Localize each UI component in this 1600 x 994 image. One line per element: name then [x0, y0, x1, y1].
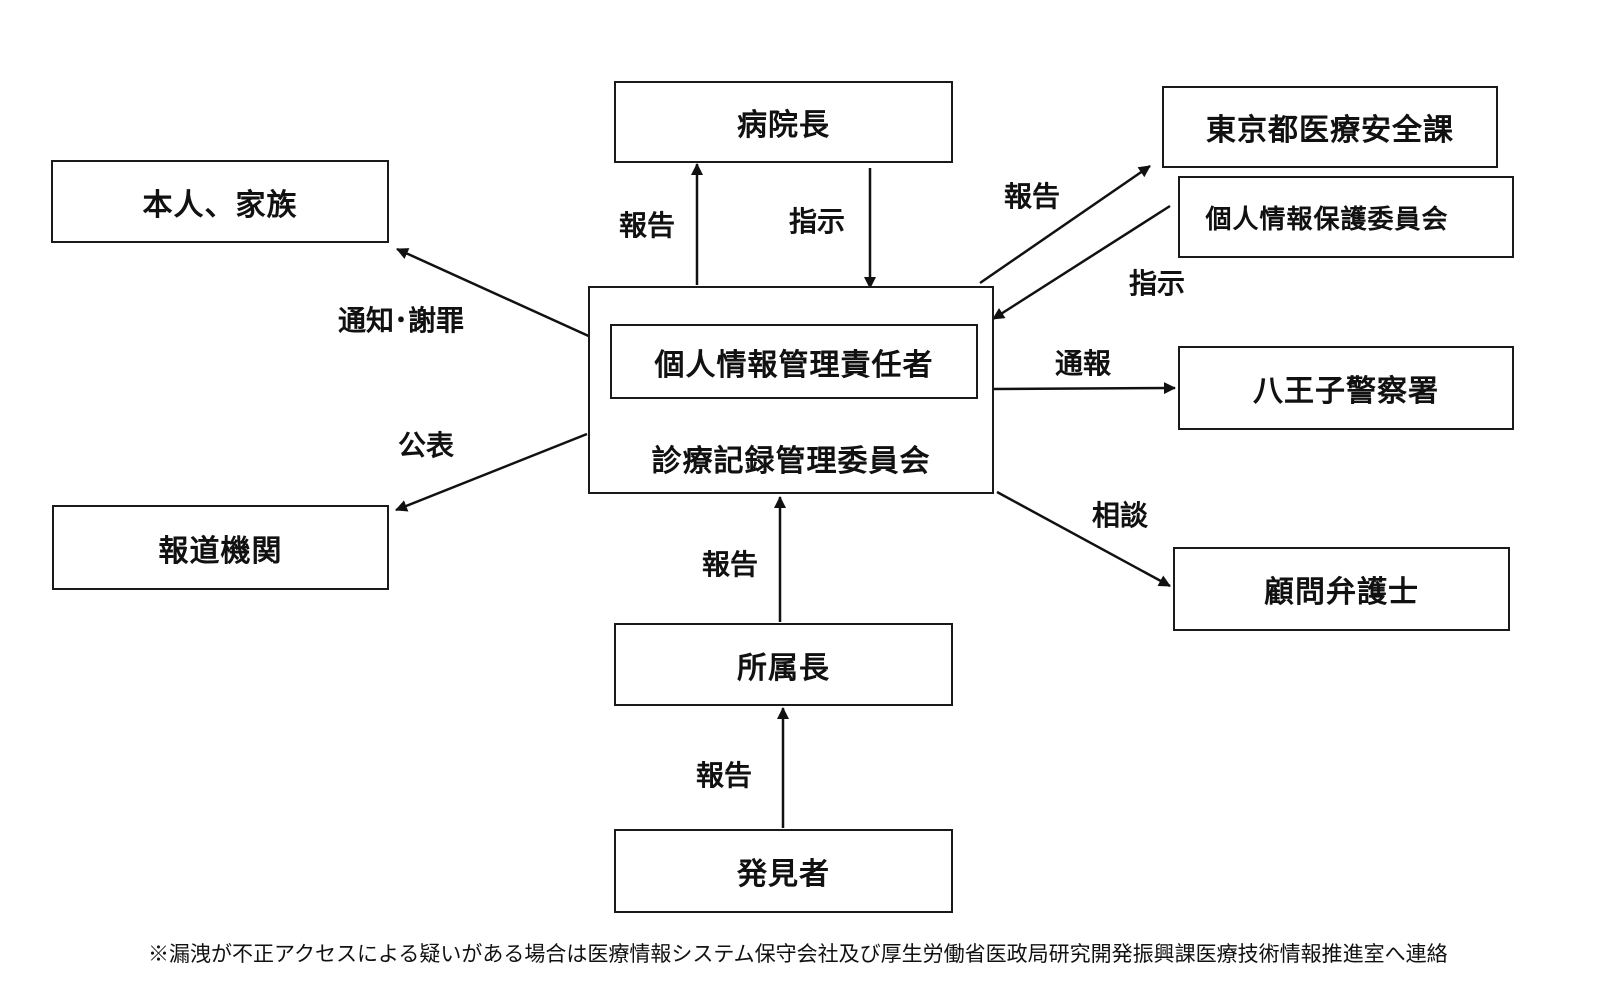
footnote: ※漏洩が不正アクセスによる疑いがある場合は医療情報システム保守会社及び厚生労働省…	[148, 942, 1448, 966]
node-lawyer-label: 顧問弁護士	[1264, 575, 1419, 610]
edge-label-to-patient: 通知･謝罪	[338, 304, 465, 337]
node-records-committee-label: 診療記録管理委員会	[651, 444, 931, 479]
node-privacy-manager-label: 個人情報管理責任者	[654, 347, 934, 383]
edge-label-to-press: 公表	[398, 429, 455, 462]
node-police-label: 八王子警察署	[1253, 374, 1439, 409]
arrow-to-lawyer	[996, 490, 1171, 588]
node-patient-family-label: 本人、家族	[142, 187, 298, 223]
arrow-to-patient	[396, 247, 594, 340]
edge-label-from-director: 指示	[789, 205, 846, 238]
node-center: 個人情報管理責任者 診療記録管理委員会	[588, 286, 994, 494]
node-lawyer: 顧問弁護士	[1173, 547, 1510, 631]
arrow-to-tokyo	[979, 164, 1151, 285]
node-press: 報道機関	[52, 505, 389, 590]
arrow-to-police	[992, 382, 1176, 395]
edge-label-from-dept-head: 報告	[702, 548, 759, 581]
node-director-label: 病院長	[737, 108, 830, 143]
node-tokyo-safety: 東京都医療安全課	[1162, 86, 1498, 168]
node-privacy-committee: 個人情報保護委員会	[1178, 176, 1514, 258]
node-dept-head-label: 所属長	[737, 650, 830, 686]
edge-label-to-lawyer: 相談	[1092, 499, 1149, 532]
node-patient-family: 本人、家族	[51, 160, 389, 243]
node-press-label: 報道機関	[158, 533, 283, 569]
node-privacy-manager: 個人情報管理責任者	[610, 324, 978, 399]
arrow-from-privacy-committee	[992, 204, 1171, 321]
node-police: 八王子警察署	[1178, 346, 1514, 430]
arrow-to-press	[395, 432, 588, 512]
node-tokyo-safety-label: 東京都医療安全課	[1206, 113, 1454, 148]
node-director: 病院長	[614, 81, 953, 163]
edge-label-from-discoverer: 報告	[696, 759, 753, 792]
edge-label-to-director: 報告	[619, 209, 676, 242]
edge-label-to-police: 通報	[1055, 347, 1112, 380]
node-discoverer: 発見者	[614, 829, 953, 913]
edge-label-from-committee: 指示	[1129, 267, 1186, 300]
node-dept-head: 所属長	[614, 623, 953, 706]
node-discoverer-label: 発見者	[737, 857, 830, 892]
edge-label-to-tokyo: 報告	[1004, 180, 1061, 213]
node-privacy-committee-label: 個人情報保護委員会	[1205, 204, 1449, 235]
